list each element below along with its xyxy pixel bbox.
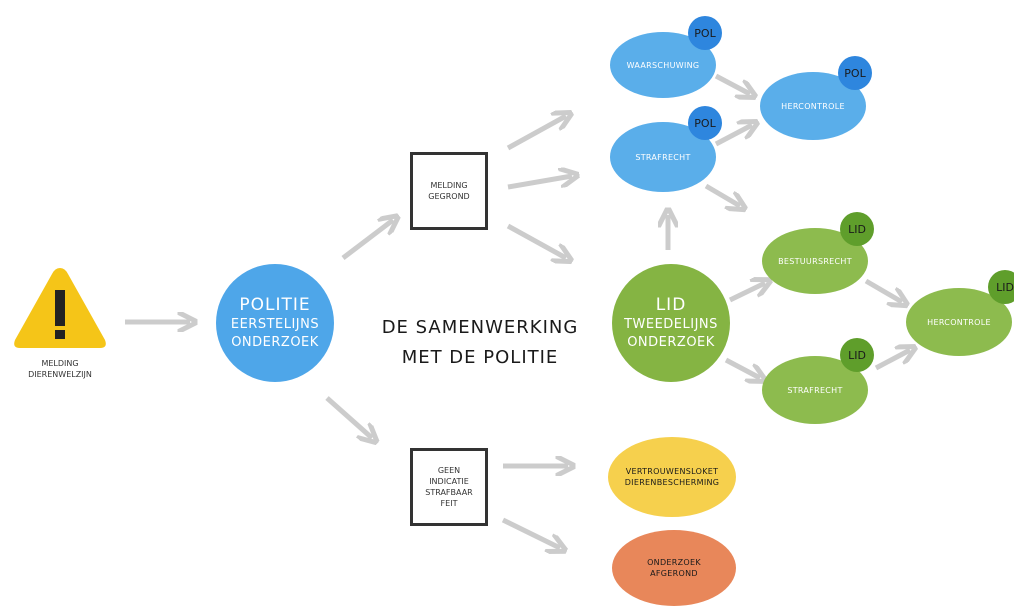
arrow-lid-bestuursrecht xyxy=(728,283,765,303)
box-gegrond-line2: GEGROND xyxy=(428,192,470,201)
arrow-geen-afgerond xyxy=(501,517,560,548)
pol-waarschuwing-label: WAARSCHUWING xyxy=(626,60,700,70)
lid-node: LID TWEEDELIJNS ONDERZOEK xyxy=(612,264,730,382)
pol-badge-strafrecht: POL xyxy=(688,106,722,140)
box-geen-line2: INDICATIE xyxy=(429,477,469,486)
pol-badge-hercontrole: POL xyxy=(838,56,872,90)
arrow-politie-gegrond xyxy=(341,220,393,260)
arrow-politie-geen xyxy=(325,396,372,438)
pol-badge-waarschuwing: POL xyxy=(688,16,722,50)
arrow-strafrecht-lid xyxy=(704,183,740,206)
onderzoek-afgerond-node: ONDERZOEK AFGEROND xyxy=(612,530,736,606)
lid-bestuursrecht-label: BESTUURSRECHT xyxy=(778,256,852,266)
vertrouwensloket-node: VERTROUWENSLOKET DIERENBESCHERMING xyxy=(608,437,736,517)
afgerond-line2: AFGEROND xyxy=(650,569,698,578)
arrow-lid-lidstrafrecht xyxy=(724,357,760,378)
box-geen-line1: GEEN xyxy=(437,466,461,475)
lid-badge-bestuursrecht: LID xyxy=(840,212,874,246)
lid-hercontrole-label: HERCONTROLE xyxy=(927,317,991,327)
arrow-gegrond-strafrecht xyxy=(507,176,572,190)
lid-line3: ONDERZOEK xyxy=(627,335,715,350)
politie-line2: EERSTELIJNS xyxy=(230,317,320,332)
politie-node: POLITIE EERSTELIJNS ONDERZOEK xyxy=(216,264,334,382)
lid-line2: TWEEDELIJNS xyxy=(624,317,718,332)
lid-title: LID xyxy=(655,295,687,315)
pol-hercontrole-label: HERCONTROLE xyxy=(781,101,845,111)
box-gegrond-line1: MELDING xyxy=(430,181,468,190)
box-geen-line4: FEIT xyxy=(440,499,458,508)
box-melding-gegrond: MELDING GEGROND xyxy=(410,152,488,230)
vertrouwensloket-line1: VERTROUWENSLOKET xyxy=(625,467,719,476)
diagram-title: DE SAMENWERKING MET DE POLITIE xyxy=(375,313,585,373)
politie-line3: ONDERZOEK xyxy=(231,335,319,350)
lid-badge-bestuursrecht-label: LID xyxy=(848,222,866,236)
arrow-bestuursrecht-hercontrole xyxy=(864,278,902,302)
afgerond-line1: ONDERZOEK xyxy=(647,558,701,567)
lid-badge-strafrecht: LID xyxy=(840,338,874,372)
diagram-title-line2: MET DE POLITIE xyxy=(401,347,559,368)
vertrouwensloket-line2: DIERENBESCHERMING xyxy=(624,478,720,487)
warning-label-line1: MELDING xyxy=(41,359,79,368)
arrow-lidstrafrecht-hercontrole xyxy=(874,350,910,371)
warning-icon xyxy=(14,268,106,348)
arrow-gegrond-lid xyxy=(506,223,566,258)
lid-badge-hercontrole-label: LID xyxy=(996,280,1014,294)
arrow-waarschuwing-hercontrole xyxy=(714,73,750,94)
pol-strafrecht-label: STRAFRECHT xyxy=(635,152,691,162)
warning-label: MELDING DIERENWELZIJN xyxy=(10,358,110,380)
lid-strafrecht-label: STRAFRECHT xyxy=(787,385,843,395)
lid-badge-hercontrole: LID xyxy=(988,270,1014,304)
box-geen-indicatie: GEEN INDICATIE STRAFBAAR FEIT xyxy=(410,448,488,526)
arrow-strafrecht-hercontrole xyxy=(714,125,752,147)
arrow-gegrond-waarschuwing xyxy=(506,116,566,151)
lid-badge-strafrecht-label: LID xyxy=(848,348,866,362)
diagram-title-line1: DE SAMENWERKING xyxy=(381,317,579,338)
politie-title: POLITIE xyxy=(239,295,311,315)
pol-badge-waarschuwing-label: POL xyxy=(694,26,716,40)
pol-badge-hercontrole-label: POL xyxy=(844,66,866,80)
pol-badge-strafrecht-label: POL xyxy=(694,116,716,130)
warning-label-line2: DIERENWELZIJN xyxy=(28,370,92,379)
box-geen-line3: STRAFBAAR xyxy=(425,488,473,497)
